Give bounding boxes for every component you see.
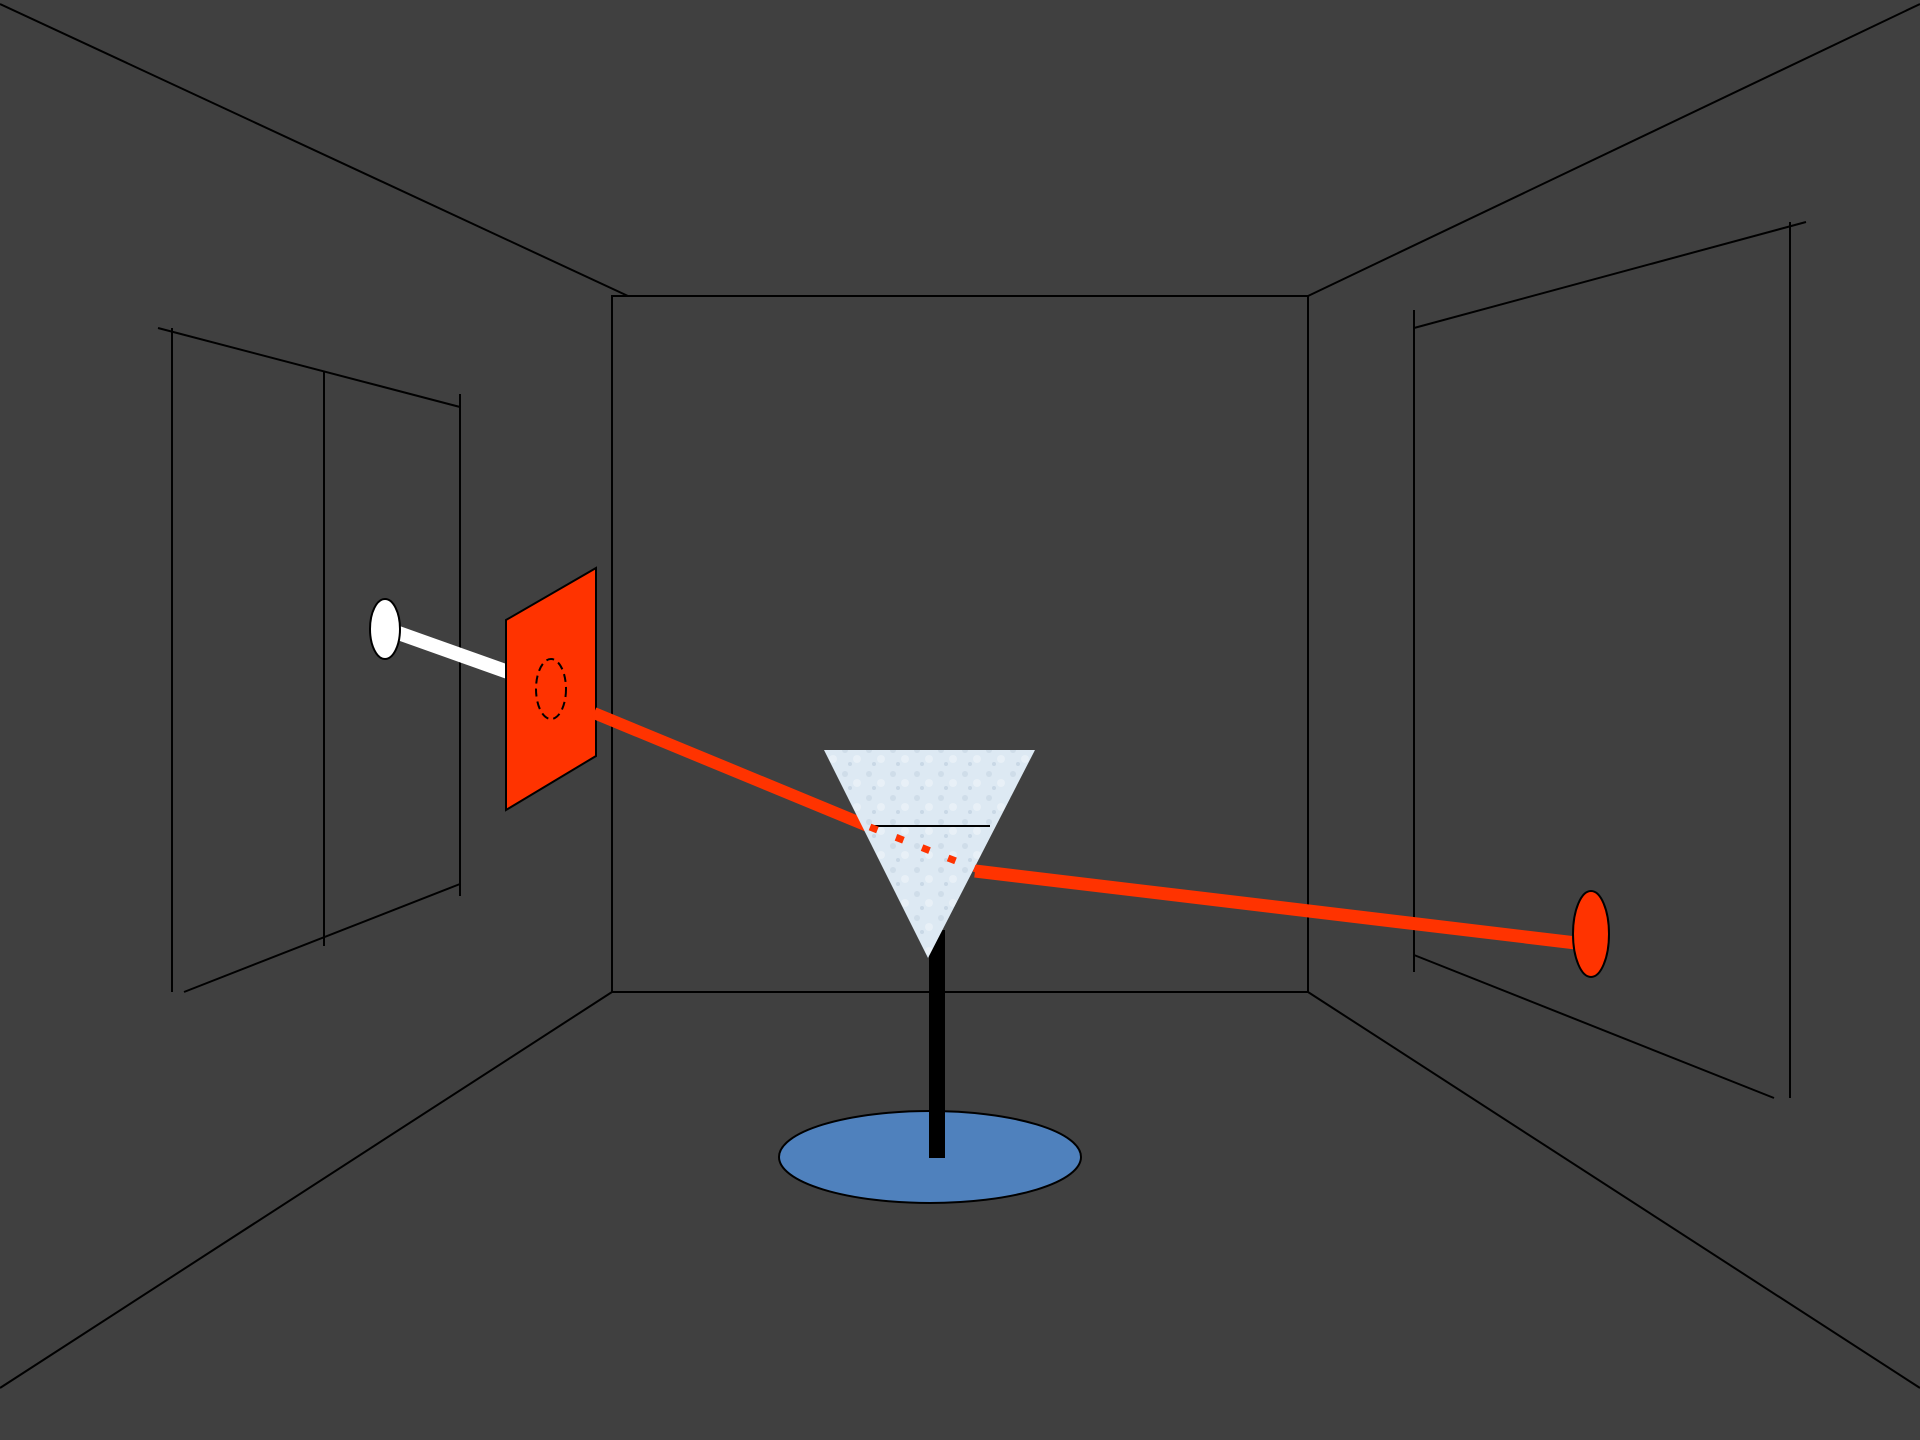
stand-pole <box>929 930 945 1158</box>
projection-spot <box>1573 891 1609 977</box>
light-source <box>370 599 400 659</box>
